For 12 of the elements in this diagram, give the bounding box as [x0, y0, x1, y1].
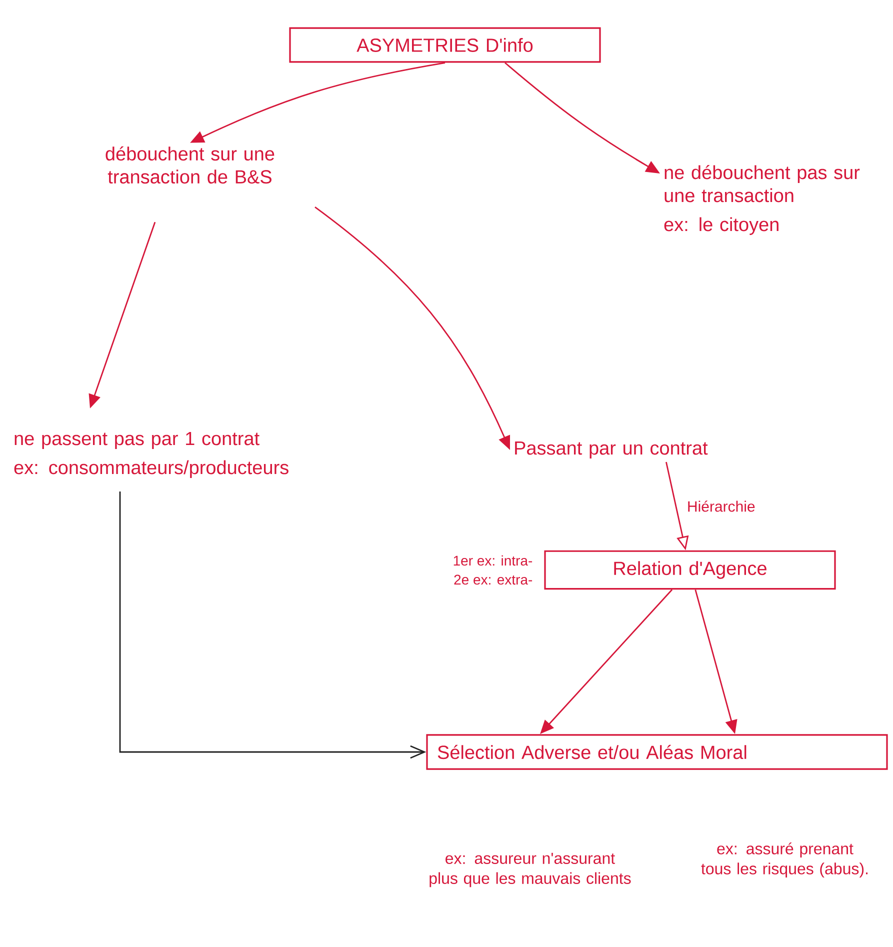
- text-box: ASYMETRIES D'info: [289, 27, 601, 63]
- text-box: Sélection Adverse et/ou Aléas Moral: [426, 734, 888, 770]
- node-text: ne débouchent pas sur une transaction ex: le citoyen: [664, 165, 860, 235]
- example-note: ex: assureur n'assurant plus que les mauvais clients: [430, 852, 631, 888]
- node-text: Passant par un contrat: [515, 442, 708, 458]
- arrow: [119, 492, 426, 759]
- node-text: ne passent pas par 1 contrat ex: consommateurs/producteurs: [14, 432, 288, 478]
- side-note: 1er ex: intra- 2e ex: extra-: [454, 555, 532, 585]
- node-text: débouchent sur une transaction de B&S: [106, 146, 274, 184]
- edge-label: Hiérarchie: [688, 500, 755, 512]
- text-box: Relation d'Agence: [544, 550, 836, 590]
- example-note: ex: assuré prenant tous les risques (abus).: [701, 842, 868, 878]
